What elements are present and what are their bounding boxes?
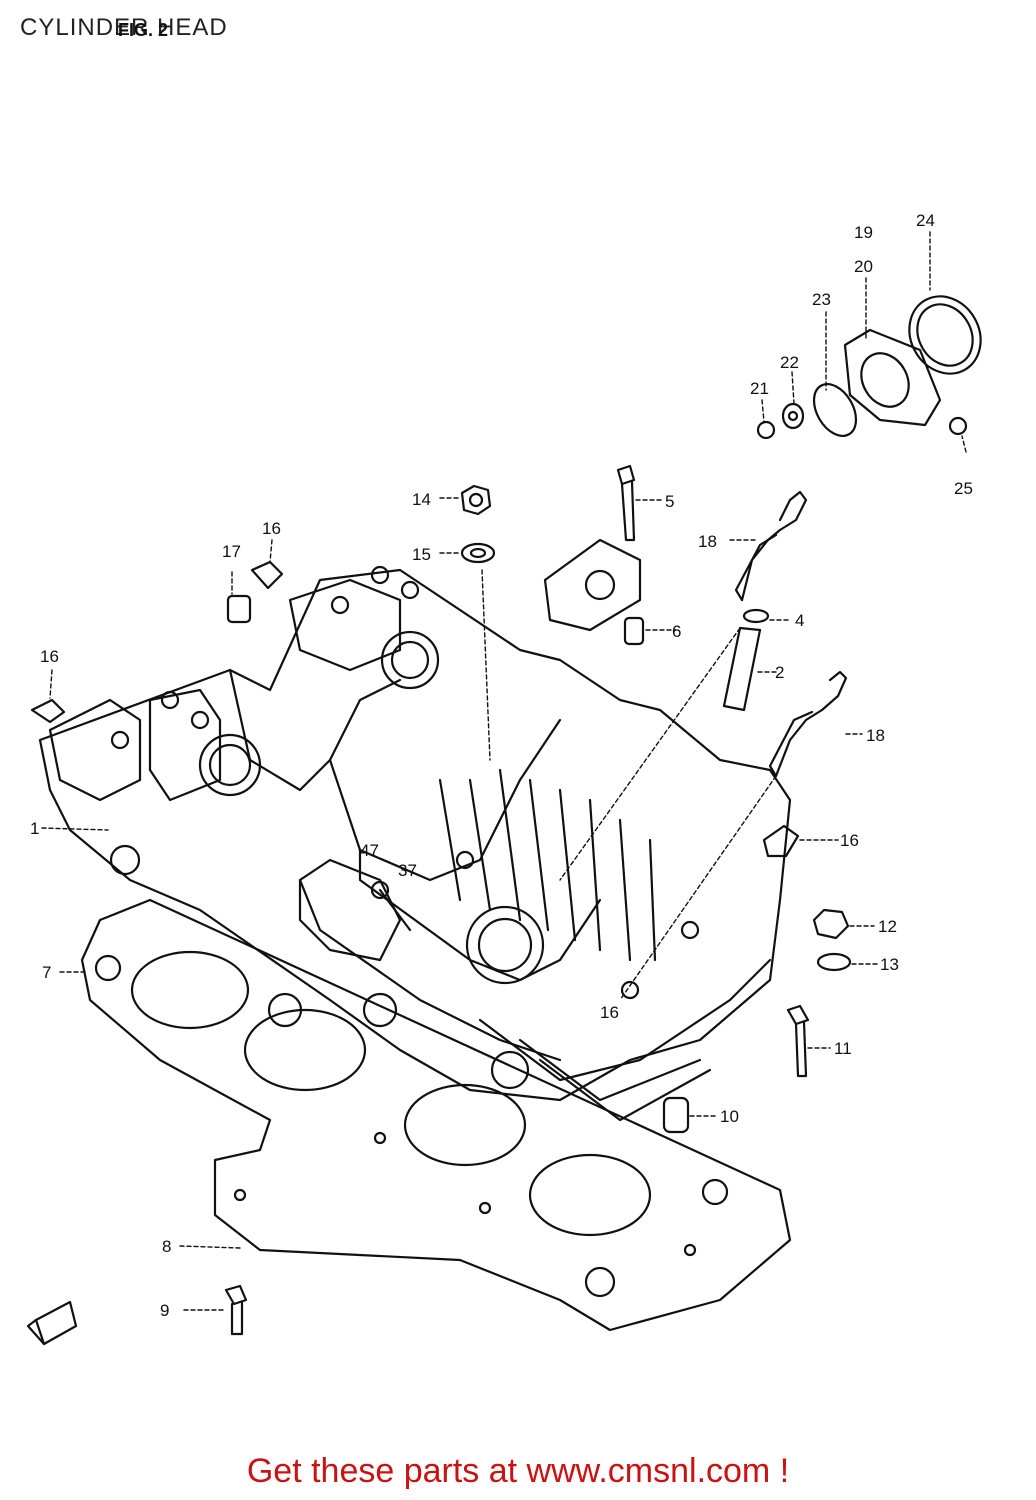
callout-5: 5 (665, 492, 674, 511)
front-arrow-icon (26, 1300, 78, 1346)
footer-link[interactable]: Get these parts at www.cmsnl.com ! (246, 1452, 790, 1490)
callout-24: 24 (916, 211, 935, 230)
part-washer-15 (460, 542, 496, 564)
part-cap-16a (250, 560, 284, 590)
callout-4: 4 (795, 611, 804, 630)
callout-25: 25 (954, 479, 973, 498)
callout-1: 1 (30, 819, 39, 838)
part-nut-12 (812, 908, 850, 940)
cam-holder-cap (543, 538, 642, 632)
callout-7: 7 (42, 963, 51, 982)
part-oring-23 (812, 383, 858, 437)
part-cap-16b (30, 698, 66, 724)
callout-16: 16 (840, 831, 859, 850)
part-bolt-9 (224, 1284, 248, 1336)
callout-37: 37 (398, 861, 417, 880)
part-bolt-5 (616, 464, 636, 542)
callout-6: 6 (672, 622, 681, 641)
part-screw-21 (756, 420, 776, 440)
callout-21: 21 (750, 379, 769, 398)
part-nut-14 (460, 484, 492, 516)
part-dowel-10 (662, 1096, 690, 1134)
callout-15: 15 (412, 545, 431, 564)
callout-22: 22 (780, 353, 799, 372)
callout-16: 16 (262, 519, 281, 538)
part-dowel-17 (226, 594, 252, 624)
part-spark-plug-18a (734, 490, 808, 602)
callout-11: 11 (834, 1039, 852, 1058)
part-spark-plug-18b (768, 670, 848, 778)
part-washer-4 (742, 608, 770, 624)
callout-labels: 1 2 4 5 6 7 8 9 10 11 12 13 14 15 16 16 … (30, 211, 973, 1320)
part-clamp-24 (908, 295, 982, 375)
callout-12: 12 (878, 917, 897, 936)
figure-label: FIG. 2 (118, 20, 169, 40)
callout-18: 18 (698, 532, 717, 551)
part-dowel-6 (623, 616, 645, 646)
callout-23: 23 (812, 290, 831, 309)
callout-20: 20 (854, 257, 873, 276)
callout-18: 18 (866, 726, 885, 745)
part-screw-25 (948, 416, 968, 436)
callout-13: 13 (880, 955, 899, 974)
part-washer-13 (816, 952, 852, 972)
head-gasket (80, 898, 792, 1332)
callout-16: 16 (40, 647, 59, 666)
callout-14: 14 (412, 490, 431, 509)
cylinder-head-exploded-view: 1 2 4 5 6 7 8 9 10 11 12 13 14 15 16 16 … (26, 211, 982, 1346)
callout-19: 19 (854, 223, 873, 242)
part-guide-2 (722, 626, 762, 712)
leader-lines (41, 231, 967, 1311)
cylinder-head-block (38, 565, 792, 1122)
part-cap-16c (762, 824, 800, 858)
callout-8: 8 (162, 1237, 171, 1256)
part-pipe-20 (843, 328, 942, 427)
callout-47: 47 (360, 841, 379, 860)
callout-2: 2 (775, 663, 784, 682)
callout-16: 16 (600, 1003, 619, 1022)
diagram-title: CYLINDER HEAD (20, 14, 228, 41)
part-bolt-11 (786, 1004, 810, 1078)
part-washer-22 (781, 402, 805, 430)
callout-9: 9 (160, 1301, 169, 1320)
callout-10: 10 (720, 1107, 739, 1126)
callout-17: 17 (222, 542, 241, 561)
